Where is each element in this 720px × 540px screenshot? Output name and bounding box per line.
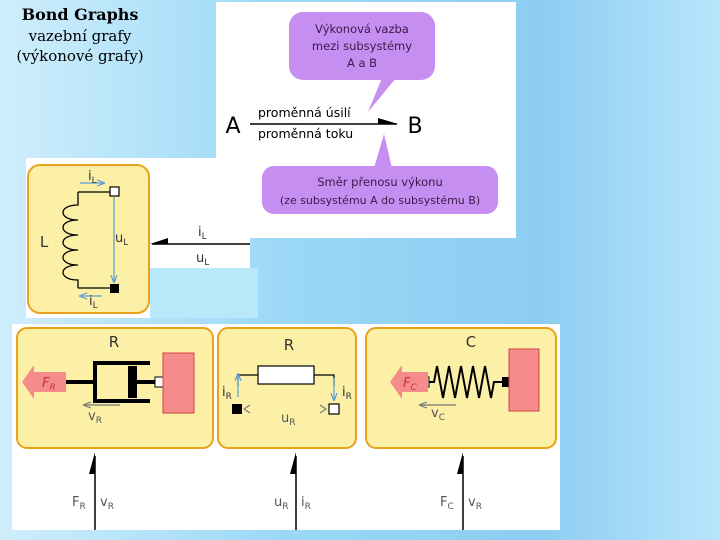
- inductor-coil: [62, 192, 79, 288]
- node-b: B: [407, 114, 422, 139]
- inductor-bond-effort: uL: [196, 251, 209, 268]
- title-sub-2: (výkonové grafy): [16, 47, 144, 65]
- spring-force: FC: [403, 376, 417, 393]
- callout-bottom-line-2: (ze subsystému A do subsystému B): [280, 194, 480, 207]
- top-bond-diagram: Výkonová vazba mezi subsystémy A a B A B…: [225, 12, 498, 214]
- node-a: A: [225, 114, 240, 139]
- resistor-bond-flow: iR: [301, 495, 311, 512]
- effort-label: proměnná úsilí: [258, 105, 351, 120]
- inductor-bond-flow: iL: [198, 225, 207, 242]
- spring-force-arrow: [390, 365, 428, 399]
- resistor-left-current: iR: [222, 385, 232, 402]
- spring-bond-effort: FC: [440, 495, 454, 512]
- spring-anchor: [502, 377, 510, 387]
- inductor-wires: [78, 191, 114, 289]
- inductor-top-current: iL: [88, 169, 97, 186]
- spring-velocity: vC: [431, 406, 445, 423]
- spring-label: C: [466, 333, 476, 351]
- damper-diagram: R FR vR FR vR: [16, 327, 214, 530]
- inductor-box: [27, 164, 150, 314]
- resistor-bond-effort: uR: [274, 495, 289, 512]
- callout-top: Výkonová vazba mezi subsystémy A a B: [289, 12, 435, 112]
- damper-force: FR: [42, 376, 56, 393]
- spring-mass: [508, 348, 540, 412]
- damper-label: R: [109, 333, 119, 351]
- callout-bottom-line-1: Směr přenosu výkonu: [317, 175, 443, 189]
- resistor-bond-arrow: [290, 452, 296, 474]
- damper-velocity: vR: [88, 409, 102, 426]
- damper-force-arrow: [22, 365, 66, 399]
- resistor-voltage: uR: [281, 411, 296, 428]
- damper-piston: [128, 366, 137, 398]
- inductor-bond-arrow: [150, 238, 168, 244]
- resistor-voltage-marks: [243, 404, 327, 414]
- resistor-body: [257, 365, 315, 385]
- callout-top-line-2: mezi subsystémy: [312, 39, 412, 53]
- resistor-box: [217, 327, 357, 449]
- inductor-voltage: uL: [115, 231, 128, 248]
- damper-bond-effort: FR: [72, 495, 86, 512]
- resistor-diagram: R iR iR uR uR iR: [217, 327, 357, 530]
- inductor-diagram: L iL uL iL iL uL: [27, 164, 250, 314]
- half-arrow: [378, 118, 398, 124]
- inductor-bottom-current: iL: [89, 294, 98, 311]
- callout-top-line-1: Výkonová vazba: [315, 22, 409, 36]
- damper-bond-flow: vR: [100, 495, 114, 512]
- resistor-terminal-right: [328, 403, 340, 415]
- title-sub-1: vazební grafy: [28, 27, 132, 45]
- callout-top-line-3: A a B: [347, 56, 377, 70]
- title-block: Bond Graphs vazební grafy (výkonové graf…: [0, 4, 160, 66]
- spring-coil: [428, 365, 510, 399]
- damper-mass: [162, 352, 195, 414]
- spring-diagram: C FC vC FC vR: [365, 327, 557, 530]
- damper-terminal: [154, 376, 164, 388]
- spring-bond-arrow: [457, 452, 463, 474]
- terminal-bottom: [110, 284, 119, 293]
- resistor-label: R: [284, 336, 294, 354]
- title-main: Bond Graphs: [21, 5, 139, 24]
- inductor-panel-gap: [150, 268, 258, 318]
- flow-label: proměnná toku: [258, 126, 353, 141]
- resistor-terminal-left: [232, 404, 242, 414]
- inductor-label: L: [40, 233, 49, 251]
- terminal-top: [109, 186, 120, 197]
- spring-bond-flow: vR: [468, 495, 482, 512]
- damper-bond-arrow: [89, 452, 95, 474]
- resistor-right-current: iR: [342, 385, 352, 402]
- callout-bottom: Směr přenosu výkonu (ze subsystému A do …: [262, 134, 498, 214]
